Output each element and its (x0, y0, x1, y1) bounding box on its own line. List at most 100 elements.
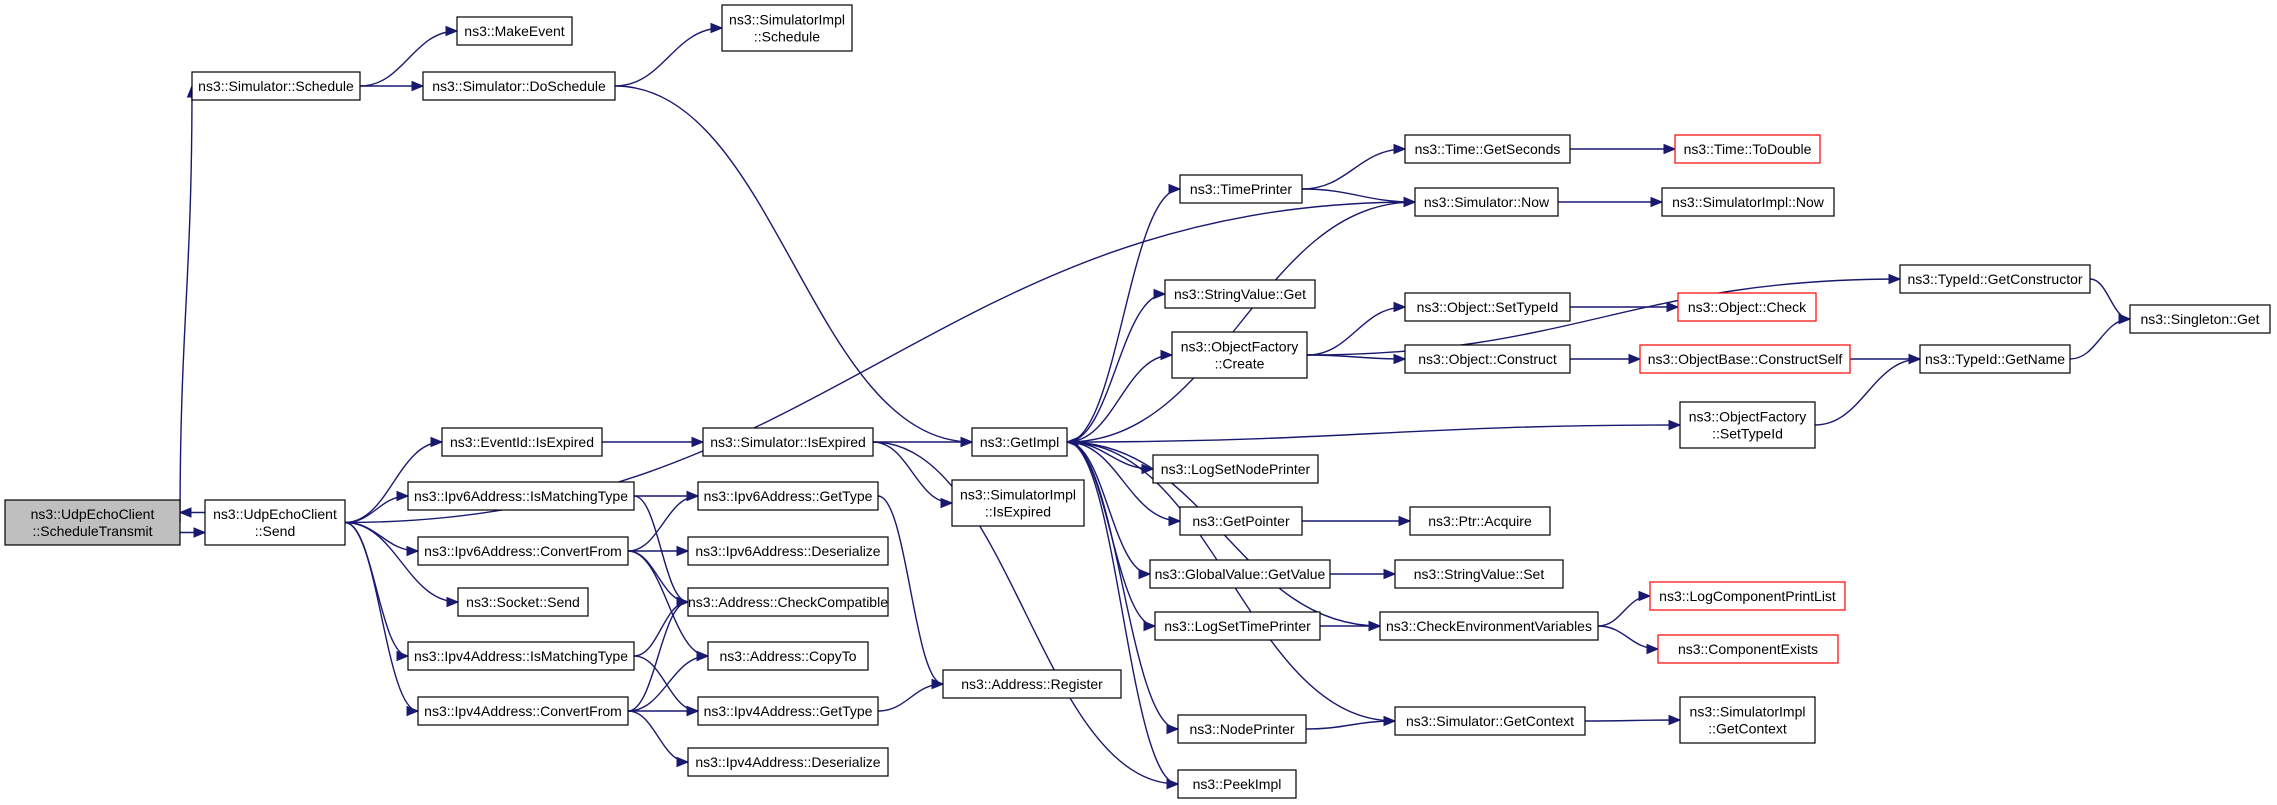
node-label: ns3::Simulator::DoSchedule (432, 78, 606, 94)
node-logsetnodeprinter[interactable]: ns3::LogSetNodePrinter (1152, 454, 1319, 484)
node-addr-checkcompat[interactable]: ns3::Address::CheckCompatible (687, 587, 889, 617)
node-box (4, 499, 181, 546)
edge-arrowhead (1166, 723, 1180, 735)
edge-arrowhead (1646, 643, 1660, 655)
node-peekimpl[interactable]: ns3::PeekImpl (1177, 769, 1297, 799)
node-logsettimeprinter[interactable]: ns3::LogSetTimePrinter (1154, 611, 1321, 641)
node-object-settypeid[interactable]: ns3::Object::SetTypeId (1404, 292, 1571, 322)
node-typeid-getconstructor[interactable]: ns3::TypeId::GetConstructor (1899, 264, 2091, 294)
node-simimpl-getcontext[interactable]: ns3::SimulatorImpl::GetContext (1679, 696, 1816, 744)
node-schedule-transmit[interactable]: ns3::UdpEchoClient::ScheduleTransmit (4, 499, 181, 546)
node-objfactory-settypeid[interactable]: ns3::ObjectFactory::SetTypeId (1679, 401, 1816, 449)
node-label: ns3::GetPointer (1192, 513, 1290, 529)
node-box (1179, 174, 1303, 204)
edge-ipv4-gettype-to-addr-register (877, 678, 945, 712)
node-stringvalue-get[interactable]: ns3::StringValue::Get (1164, 279, 1316, 309)
edge-line (2089, 278, 2131, 320)
node-componentexists[interactable]: ns3::ComponentExists (1657, 634, 1839, 664)
edge-line (1066, 293, 1166, 443)
node-box (1674, 134, 1821, 164)
node-ipv6-gettype[interactable]: ns3::Ipv6Address::GetType (697, 481, 879, 511)
node-simimpl-now[interactable]: ns3::SimulatorImpl::Now (1661, 187, 1835, 217)
node-ipv6-ismatching[interactable]: ns3::Ipv6Address::IsMatchingType (407, 481, 635, 511)
edge-arrowhead (1153, 288, 1167, 300)
edge-nodeprinter-to-sim-getcontext (1305, 715, 1397, 730)
node-simimpl-schedule[interactable]: ns3::SimulatorImpl::Schedule (721, 4, 853, 52)
edge-object-settypeid-to-object-check (1569, 301, 1680, 313)
node-box (1149, 559, 1331, 589)
edge-getimpl-to-objfactory-settypeid (1066, 419, 1682, 443)
node-make-event[interactable]: ns3::MakeEvent (456, 16, 573, 46)
node-label: ns3::Address::CheckCompatible (688, 594, 888, 610)
edge-line (627, 710, 689, 763)
node-addr-register[interactable]: ns3::Address::Register (942, 669, 1122, 699)
edge-arrowhead (1908, 353, 1922, 365)
node-box (1657, 634, 1839, 664)
node-objbase-constructself[interactable]: ns3::ObjectBase::ConstructSelf (1639, 344, 1851, 374)
edge-line (614, 85, 973, 443)
node-eventid-isexpired[interactable]: ns3::EventId::IsExpired (441, 427, 603, 457)
node-object-check[interactable]: ns3::Object::Check (1677, 292, 1817, 322)
node-time-getseconds[interactable]: ns3::Time::GetSeconds (1404, 134, 1571, 164)
node-logcompprintlist[interactable]: ns3::LogComponentPrintList (1649, 581, 1846, 611)
node-label: ns3::Ipv4Address::GetType (704, 703, 873, 719)
node-globalvalue-getvalue[interactable]: ns3::GlobalValue::GetValue (1149, 559, 1331, 589)
edge-arrowhead (1168, 183, 1182, 195)
node-box (1404, 292, 1571, 322)
node-object-construct[interactable]: ns3::Object::Construct (1404, 344, 1571, 374)
node-nodeprinter[interactable]: ns3::NodePrinter (1177, 714, 1307, 744)
edge-arrowhead (406, 545, 420, 557)
edge-eventid-isexpired-to-sim-isexpired (602, 436, 705, 448)
node-objfactory-create[interactable]: ns3::ObjectFactory::Create (1171, 331, 1308, 379)
edge-arrowhead (931, 678, 945, 690)
node-label: ns3::TypeId::GetConstructor (1907, 271, 2082, 287)
node-addr-copyto[interactable]: ns3::Address::CopyTo (707, 641, 869, 671)
node-sim-schedule[interactable]: ns3::Simulator::Schedule (191, 71, 361, 101)
node-stringvalue-set[interactable]: ns3::StringValue::Set (1394, 559, 1564, 589)
node-ipv4-deserialize[interactable]: ns3::Ipv4Address::Deserialize (687, 747, 889, 777)
node-sim-getcontext[interactable]: ns3::Simulator::GetContext (1394, 706, 1586, 736)
node-simimpl-isexpired[interactable]: ns3::SimulatorImpl::IsExpired (951, 479, 1085, 527)
node-label: ns3::ObjectBase::ConstructSelf (1648, 351, 1843, 367)
node-box (1177, 769, 1297, 799)
node-ipv4-gettype[interactable]: ns3::Ipv4Address::GetType (697, 696, 879, 726)
node-ipv4-convertfrom[interactable]: ns3::Ipv4Address::ConvertFrom (417, 696, 629, 726)
node-timeprinter[interactable]: ns3::TimePrinter (1179, 174, 1303, 204)
node-ipv6-convertfrom[interactable]: ns3::Ipv6Address::ConvertFrom (417, 536, 629, 566)
edge-arrowhead (940, 497, 954, 509)
node-singleton-get[interactable]: ns3::Singleton::Get (2129, 304, 2271, 334)
node-label: ns3::Object::Construct (1418, 351, 1557, 367)
edge-arrowhead (691, 436, 705, 448)
node-sim-isexpired[interactable]: ns3::Simulator::IsExpired (702, 427, 874, 457)
node-sim-now[interactable]: ns3::Simulator::Now (1414, 187, 1559, 217)
node-ipv6-deserialize[interactable]: ns3::Ipv6Address::Deserialize (687, 536, 889, 566)
node-getpointer[interactable]: ns3::GetPointer (1179, 506, 1303, 536)
edge-ipv4-convertfrom-to-addr-copyto (627, 650, 710, 712)
edge-getimpl-to-stringvalue-get (1066, 288, 1167, 443)
node-getimpl[interactable]: ns3::GetImpl (971, 427, 1068, 457)
node-ptr-acquire[interactable]: ns3::Ptr::Acquire (1409, 506, 1551, 536)
edge-arrowhead (686, 705, 700, 717)
node-ipv4-ismatching[interactable]: ns3::Ipv4Address::IsMatchingType (407, 641, 635, 671)
node-box (1661, 187, 1835, 217)
node-sim-doschedule[interactable]: ns3::Simulator::DoSchedule (422, 71, 616, 101)
node-box (942, 669, 1122, 699)
edge-line (359, 30, 458, 87)
node-label: ns3::Address::Register (961, 676, 1103, 692)
node-checkenvvars[interactable]: ns3::CheckEnvironmentVariables (1379, 611, 1599, 641)
edge-send-to-socket-send (344, 521, 460, 608)
node-socket-send[interactable]: ns3::Socket::Send (457, 587, 589, 617)
node-box (422, 71, 616, 101)
edge-arrowhead (1393, 143, 1407, 155)
edges-layer (178, 22, 2132, 790)
node-send[interactable]: ns3::UdpEchoClient::Send (204, 499, 346, 546)
edge-send-to-eventid-isexpired (344, 436, 444, 524)
edge-sim-isexpired-to-simimpl-isexpired (872, 441, 954, 509)
node-typeid-getname[interactable]: ns3::TypeId::GetName (1919, 344, 2071, 374)
edge-line (627, 601, 689, 712)
edge-arrowhead (1666, 301, 1680, 313)
edge-line (344, 441, 443, 524)
node-time-todouble[interactable]: ns3::Time::ToDouble (1674, 134, 1821, 164)
node-box (441, 427, 603, 457)
